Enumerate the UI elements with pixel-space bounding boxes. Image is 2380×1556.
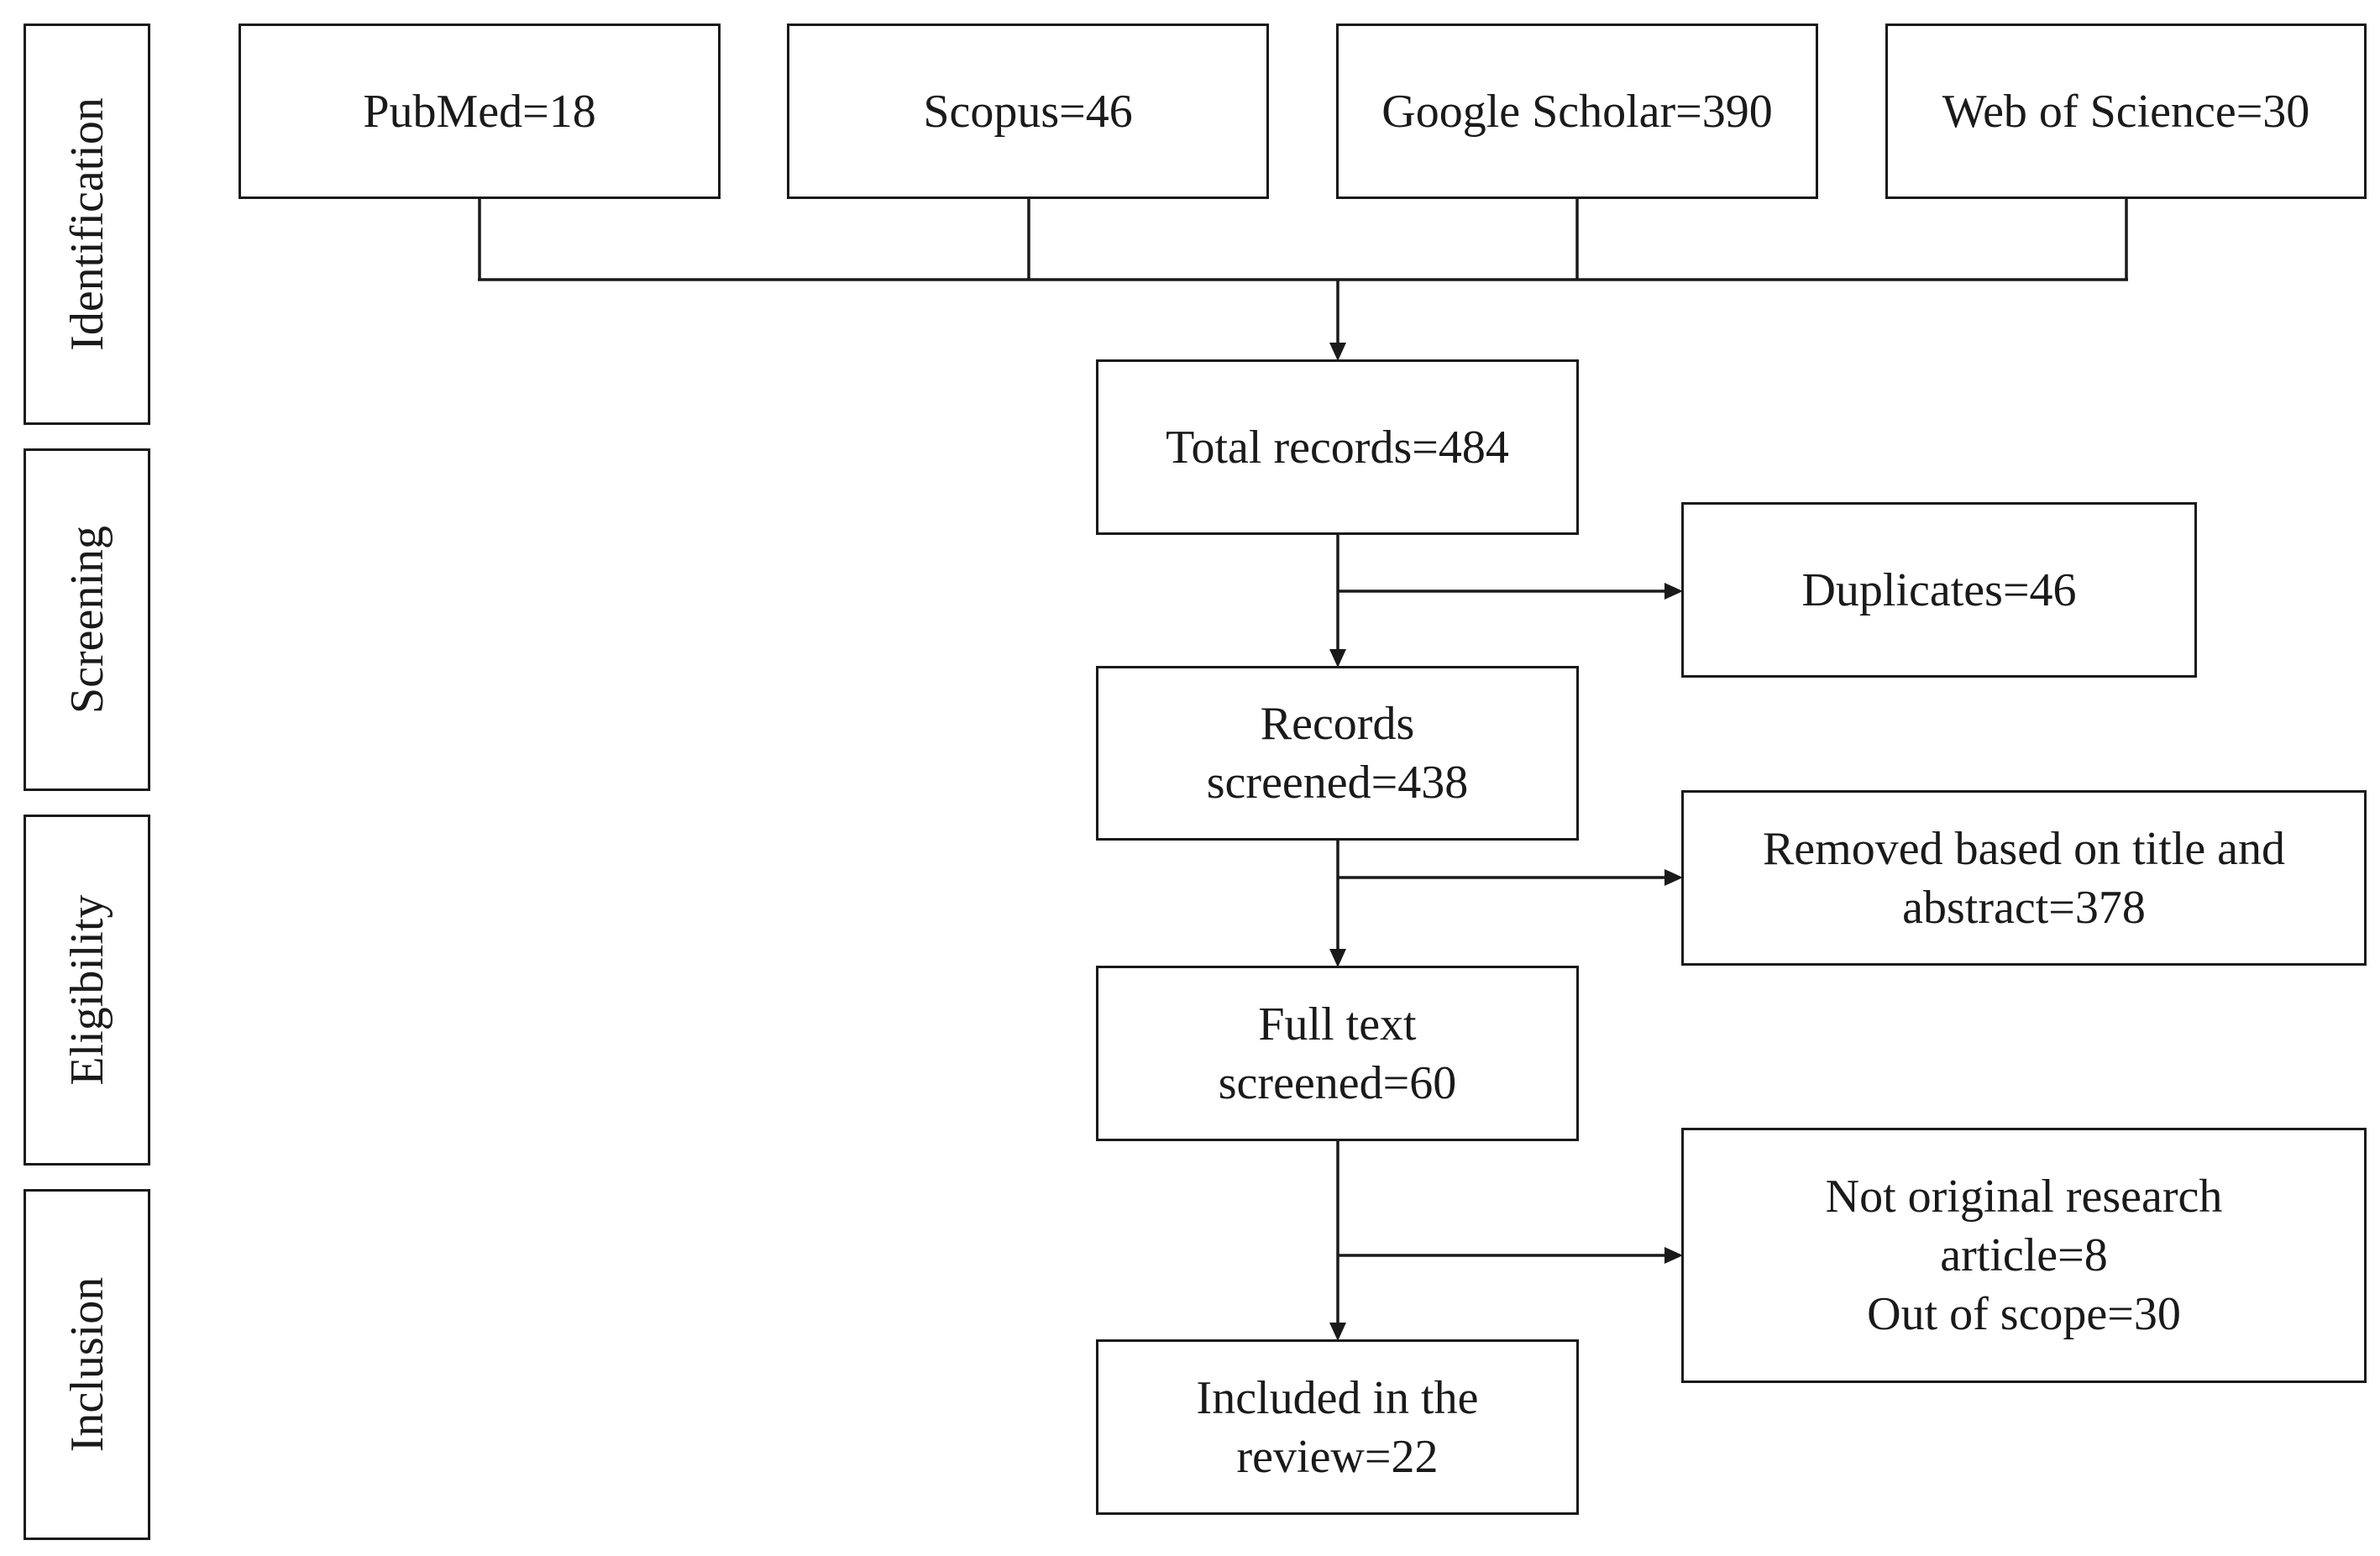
node-full-text-screened: Full text screened=60 — [1096, 966, 1579, 1141]
node-records-screened-line2: screened=438 — [1206, 757, 1469, 809]
node-full-text-line1: Full text — [1258, 998, 1417, 1050]
source-pubmed: PubMed=18 — [239, 24, 721, 199]
exclusion-title-abstract-line1: Removed based on title and — [1762, 822, 2286, 875]
source-web-of-science: Web of Science=30 — [1885, 24, 2367, 199]
arrowhead-total — [1329, 343, 1346, 361]
stage-screening-label: Screening — [60, 526, 113, 714]
stage-screening: Screening — [24, 448, 150, 791]
source-google-scholar-label: Google Scholar=390 — [1381, 85, 1773, 138]
arrowhead-full-text-exclusions — [1664, 1247, 1683, 1264]
node-included: Included in the review=22 — [1096, 1339, 1579, 1515]
source-web-of-science-label: Web of Science=30 — [1942, 85, 2310, 138]
stage-identification: Identification — [24, 24, 150, 425]
node-total-records: Total records=484 — [1096, 359, 1579, 535]
arrowhead-full-text — [1329, 949, 1346, 967]
stage-identification-label: Identification — [60, 97, 113, 351]
stage-inclusion-label: Inclusion — [60, 1276, 113, 1453]
source-scopus-label: Scopus=46 — [923, 85, 1133, 138]
node-included-line1: Included in the — [1196, 1371, 1479, 1424]
node-records-screened-line1: Records — [1260, 698, 1415, 750]
node-full-text-line2: screened=60 — [1218, 1056, 1457, 1109]
arrowhead-title-abstract — [1664, 869, 1683, 886]
source-pubmed-label: PubMed=18 — [363, 85, 596, 138]
stage-eligibility: Eligibility — [24, 815, 150, 1166]
stage-inclusion: Inclusion — [24, 1189, 150, 1540]
source-google-scholar: Google Scholar=390 — [1336, 24, 1818, 199]
node-records-screened: Records screened=438 — [1096, 666, 1579, 841]
source-scopus: Scopus=46 — [787, 24, 1269, 199]
node-included-line2: review=22 — [1236, 1430, 1439, 1483]
arrowhead-included — [1329, 1323, 1346, 1341]
stage-eligibility-label: Eligibility — [60, 894, 113, 1086]
arrowhead-duplicates — [1664, 583, 1683, 600]
node-total-records-label: Total records=484 — [1166, 421, 1509, 474]
exclusion-title-abstract: Removed based on title and abstract=378 — [1681, 790, 2367, 966]
exclusion-duplicates: Duplicates=46 — [1681, 502, 2197, 678]
arrowhead-screened — [1329, 649, 1346, 668]
exclusion-full-text-line1: Not original research — [1825, 1171, 2223, 1223]
exclusion-full-text: Not original research article=8 Out of s… — [1681, 1128, 2367, 1383]
exclusion-title-abstract-line2: abstract=378 — [1902, 881, 2146, 934]
exclusion-duplicates-label: Duplicates=46 — [1801, 563, 2077, 616]
exclusion-full-text-line3: Out of scope=30 — [1867, 1288, 2181, 1340]
exclusion-full-text-line2: article=8 — [1940, 1229, 2108, 1281]
